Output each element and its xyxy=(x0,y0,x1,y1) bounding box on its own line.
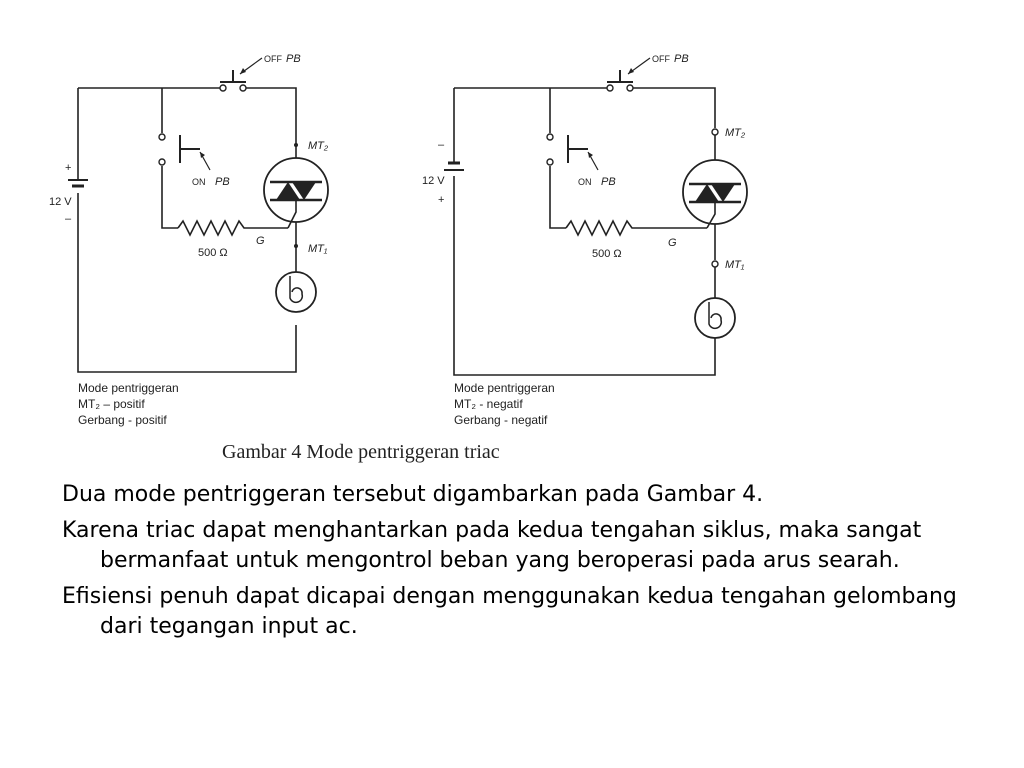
right-lamp-icon xyxy=(694,297,736,339)
left-resistor-value: 500 Ω xyxy=(198,247,228,259)
right-battery-plus: + xyxy=(438,194,444,206)
left-mt2-label: MT₂ xyxy=(308,140,329,152)
left-triac xyxy=(263,143,329,284)
right-wire-top xyxy=(454,87,716,128)
paragraph-1: Dua mode pentriggeran tersebut digambark… xyxy=(62,482,764,507)
paragraph-3: Efisiensi penuh dapat dicapai dengan men… xyxy=(62,584,957,639)
right-off-pushbutton xyxy=(606,57,651,92)
left-circuit: + 12 V – OFF PB ON PB 500 Ω G xyxy=(49,53,329,427)
right-battery-minus: – xyxy=(438,139,445,151)
left-mt1-label: MT₁ xyxy=(308,243,328,255)
left-wire-top xyxy=(78,87,297,143)
left-battery xyxy=(68,179,88,188)
left-off-label: OFF xyxy=(264,54,282,64)
left-wire-on-branch xyxy=(161,88,178,229)
right-gate-label: G xyxy=(668,237,677,249)
left-on-pushbutton xyxy=(158,133,211,171)
left-gate-label: G xyxy=(256,235,265,247)
left-caption-line-3: Gerbang - positif xyxy=(78,413,167,427)
paragraph-2: Karena triac dapat menghantarkan pada ke… xyxy=(62,518,922,573)
right-triac xyxy=(682,128,748,298)
left-on-pb: PB xyxy=(215,176,230,188)
left-caption-line-2: MT₂ – positif xyxy=(78,397,145,411)
right-caption-line-2: MT₂ - negatif xyxy=(454,397,523,411)
left-lamp-icon xyxy=(275,271,317,313)
circuit-diagram: + 12 V – OFF PB ON PB 500 Ω G xyxy=(49,53,748,463)
body-text: Dua mode pentriggeran tersebut digambark… xyxy=(62,480,962,648)
left-battery-minus: – xyxy=(65,213,72,225)
left-battery-voltage: 12 V xyxy=(49,196,72,208)
right-resistor-value: 500 Ω xyxy=(592,248,622,260)
right-wire-on-branch xyxy=(549,88,566,229)
right-on-pb: PB xyxy=(601,176,616,188)
right-caption-line-3: Gerbang - negatif xyxy=(454,413,548,427)
right-on-label: ON xyxy=(578,177,592,187)
right-on-pushbutton xyxy=(546,133,599,171)
right-battery xyxy=(444,161,464,171)
right-off-label: OFF xyxy=(652,54,670,64)
right-circuit: – 12 V + OFF PB ON PB 500 Ω G xyxy=(422,53,748,427)
left-off-pushbutton xyxy=(219,57,263,92)
left-battery-plus: + xyxy=(65,162,71,174)
circuit-figure: + 12 V – OFF PB ON PB 500 Ω G xyxy=(40,30,800,470)
right-mt1-label: MT₁ xyxy=(725,259,745,271)
right-caption-line-1: Mode pentriggeran xyxy=(454,381,555,395)
left-wire-left xyxy=(77,88,297,373)
right-off-pb: PB xyxy=(674,53,689,65)
figure-caption: Gambar 4 Mode pentriggeran triac xyxy=(222,441,500,463)
left-on-label: ON xyxy=(192,177,206,187)
right-wire-left xyxy=(453,88,716,376)
right-battery-voltage: 12 V xyxy=(422,175,445,187)
right-mt2-label: MT₂ xyxy=(725,127,746,139)
left-off-pb: PB xyxy=(286,53,301,65)
left-caption-line-1: Mode pentriggeran xyxy=(78,381,179,395)
left-resistor xyxy=(177,219,288,237)
right-resistor xyxy=(565,219,707,237)
